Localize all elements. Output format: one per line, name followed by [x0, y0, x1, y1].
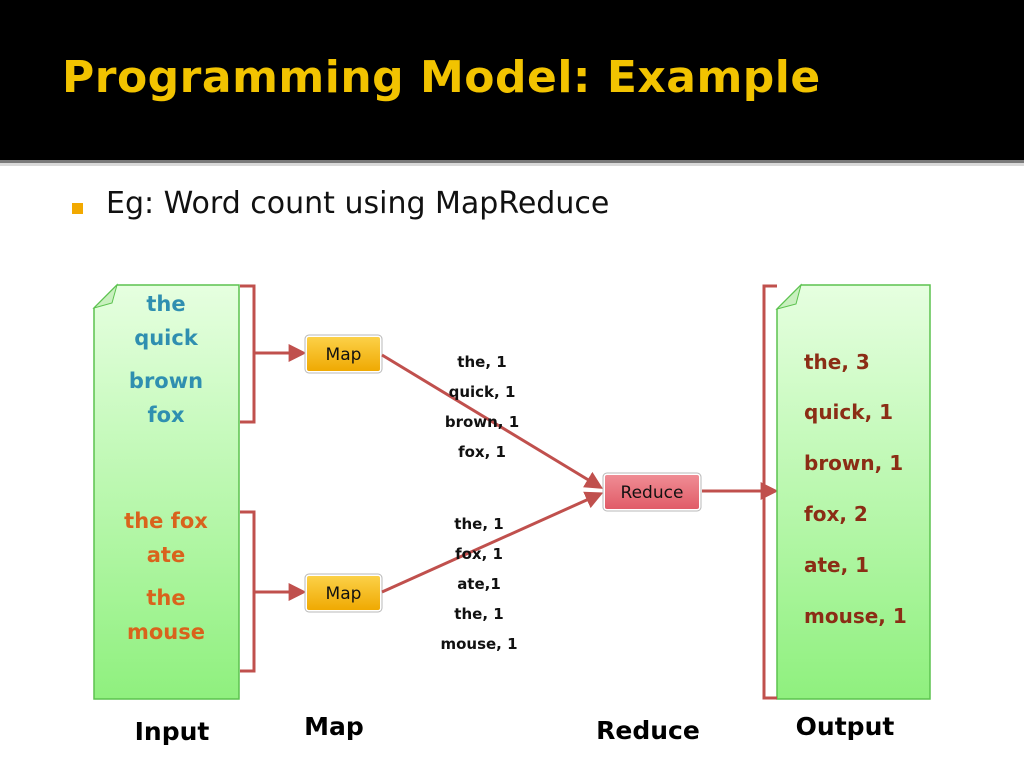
- map-2-box: [305, 574, 382, 612]
- output-line-6: mouse, 1: [804, 604, 907, 628]
- input-chunk-1-line-3: brown: [129, 369, 203, 393]
- map-1-emit-1: the, 1: [457, 353, 506, 371]
- map-caption: Map: [304, 712, 364, 741]
- input-caption: Input: [135, 717, 210, 746]
- output-line-3: brown, 1: [804, 451, 903, 475]
- map-2-to-reduce-arrow: [381, 491, 604, 594]
- map-1-box-outline: [304, 334, 383, 374]
- output-line-5: ate, 1: [804, 553, 869, 577]
- output-line-4: fox, 2: [804, 502, 868, 526]
- bullet-square-icon: [72, 203, 83, 214]
- output-caption: Output: [796, 712, 895, 741]
- map-2-emit-1: the, 1: [454, 515, 503, 533]
- input-chunk-2-bracket: [240, 510, 256, 673]
- input-chunk-1-line-1: the: [146, 292, 185, 316]
- output-bracket: [762, 284, 777, 700]
- reduce-box-outline: [602, 472, 702, 512]
- map-1-emit-3: brown, 1: [445, 413, 519, 431]
- map-2-emit-3: ate,1: [457, 575, 501, 593]
- output-line-2: quick, 1: [804, 400, 893, 424]
- input-document-fold: [92, 283, 118, 309]
- map-2-emit-4: the, 1: [454, 605, 503, 623]
- map-2-emit-5: mouse, 1: [440, 635, 517, 653]
- output-line-1: the, 3: [804, 350, 870, 374]
- input-chunk-2-line-1: the fox: [124, 509, 208, 533]
- output-document-fold: [775, 283, 802, 310]
- map-2-emit-2: fox, 1: [455, 545, 503, 563]
- map-1-emit-2: quick, 1: [449, 383, 516, 401]
- map-1-box: [305, 335, 382, 373]
- map-2-label: Map: [326, 584, 362, 604]
- input-chunk-2-line-2: ate: [147, 543, 185, 567]
- output-document: [775, 283, 931, 700]
- map-1-label: Map: [326, 345, 362, 365]
- input-chunk-2-line-3: the: [146, 586, 185, 610]
- reduce-caption: Reduce: [596, 716, 700, 745]
- reduce-box: [603, 473, 701, 511]
- map-1-emit-4: fox, 1: [458, 443, 506, 461]
- bullet-text: Eg: Word count using MapReduce: [106, 186, 610, 221]
- title-divider-light: [0, 163, 1024, 166]
- input-chunk-1-bracket: [240, 284, 256, 424]
- title-bar: Programming Model: Example: [0, 0, 1024, 160]
- input-document: [92, 283, 240, 700]
- map-1-to-reduce-arrow: [381, 353, 604, 489]
- slide-title: Programming Model: Example: [62, 52, 821, 103]
- output-document-shape: [776, 284, 931, 700]
- input-chunk-1-line-2: quick: [134, 326, 199, 350]
- map-2-box-outline: [304, 573, 383, 613]
- input-chunk-2-line-4: mouse: [127, 620, 205, 644]
- title-divider: [0, 160, 1024, 163]
- reduce-label: Reduce: [621, 483, 684, 503]
- input-chunk-1-line-4: fox: [147, 403, 185, 427]
